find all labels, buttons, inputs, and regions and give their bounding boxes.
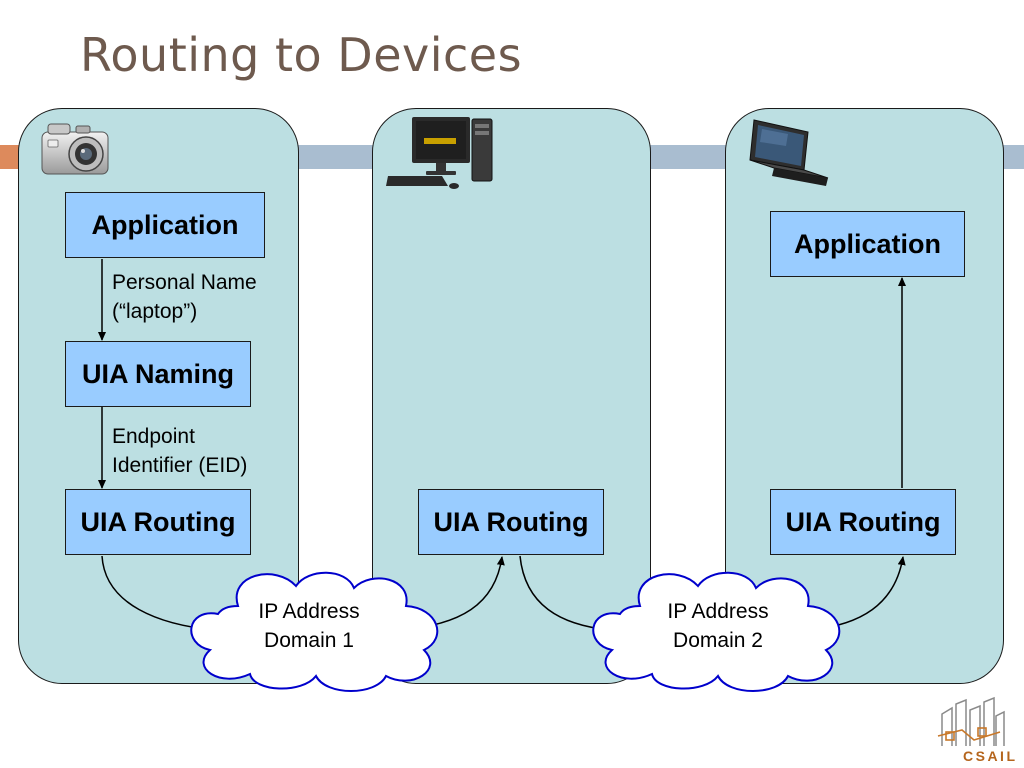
eid-label-line1: Endpoint	[112, 425, 195, 448]
camera-icon	[41, 123, 109, 175]
personal-name-label-line1: Personal Name	[112, 271, 257, 294]
cloud-label-domain2: IP Address Domain 2	[638, 597, 798, 655]
cloud-label-domain1-line1: IP Address	[258, 600, 360, 623]
cloud-shape-domain2	[592, 571, 841, 692]
device-panel-desktop	[372, 108, 651, 684]
desktop-uia-routing-box: UIA Routing	[418, 489, 604, 555]
camera-uia-naming-box: UIA Naming	[65, 341, 251, 407]
eid-label: Endpoint Identifier (EID)	[112, 422, 247, 480]
camera-application-box: Application	[65, 192, 265, 258]
eid-label-line2: Identifier (EID)	[112, 454, 248, 477]
header-band-accent	[0, 145, 20, 169]
laptop-application-box: Application	[770, 211, 965, 277]
laptop-icon	[749, 119, 829, 186]
csail-logo-icon	[937, 696, 1005, 746]
cloud-label-domain1: IP Address Domain 1	[229, 597, 389, 655]
laptop-uia-routing-box: UIA Routing	[770, 489, 956, 555]
csail-logo-text: CSAIL	[963, 748, 1018, 764]
personal-name-label: Personal Name (“laptop”)	[112, 268, 257, 326]
cloud-shape-domain1	[190, 571, 439, 692]
cloud-label-domain1-line2: Domain 1	[264, 629, 354, 652]
slide-title: Routing to Devices	[80, 28, 523, 82]
camera-uia-routing-box: UIA Routing	[65, 489, 251, 555]
desktop-computer-icon	[386, 117, 493, 189]
cloud-label-domain2-line1: IP Address	[667, 600, 769, 623]
personal-name-label-line2: (“laptop”)	[112, 300, 198, 323]
cloud-label-domain2-line2: Domain 2	[673, 629, 763, 652]
